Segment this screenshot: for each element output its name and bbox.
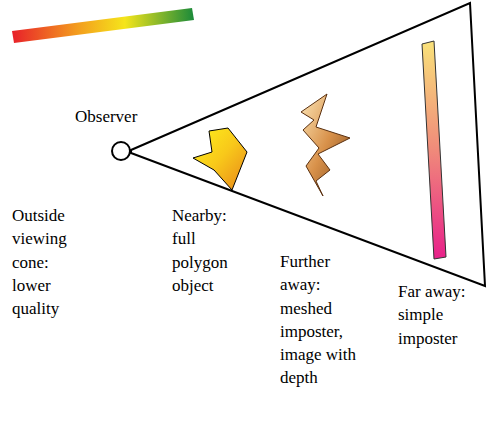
observer-label: Observer (75, 105, 137, 128)
region-note: Nearby: full polygon object (172, 204, 232, 297)
simple-imposter (422, 41, 446, 259)
meshed-imposter (301, 94, 350, 196)
observer-circle (112, 142, 130, 160)
region-note: Far away: simple imposter (398, 280, 472, 350)
region-note: Further away: meshed imposter, image wit… (280, 250, 364, 390)
region-note: Outside viewing cone: lower quality (12, 204, 72, 320)
quality-gradient-bar (12, 8, 194, 43)
full-polygon-object (193, 128, 247, 190)
